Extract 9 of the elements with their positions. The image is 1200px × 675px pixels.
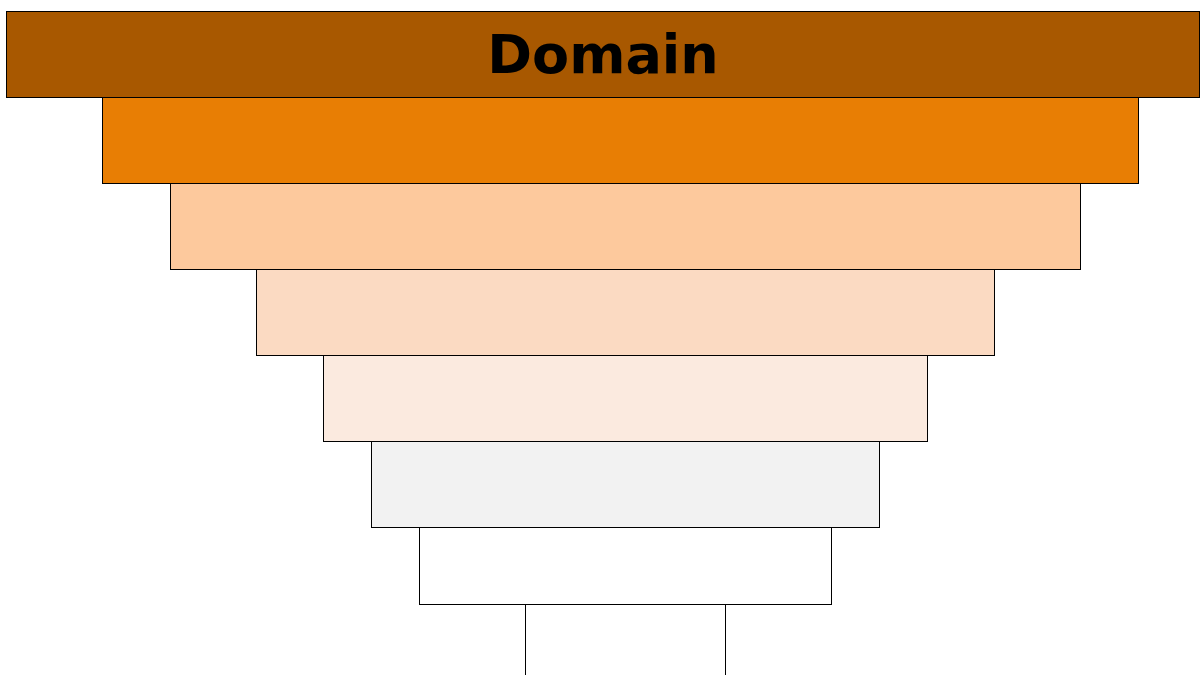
funnel-bar [419,527,832,605]
funnel-bar [170,183,1081,270]
funnel-bar [6,11,1200,98]
funnel-bar [323,355,928,442]
funnel-bar [256,269,995,356]
bar-label: Domain [487,27,719,82]
funnel-bar [371,441,880,528]
funnel-bar [525,604,726,675]
funnel-bar [102,97,1139,184]
